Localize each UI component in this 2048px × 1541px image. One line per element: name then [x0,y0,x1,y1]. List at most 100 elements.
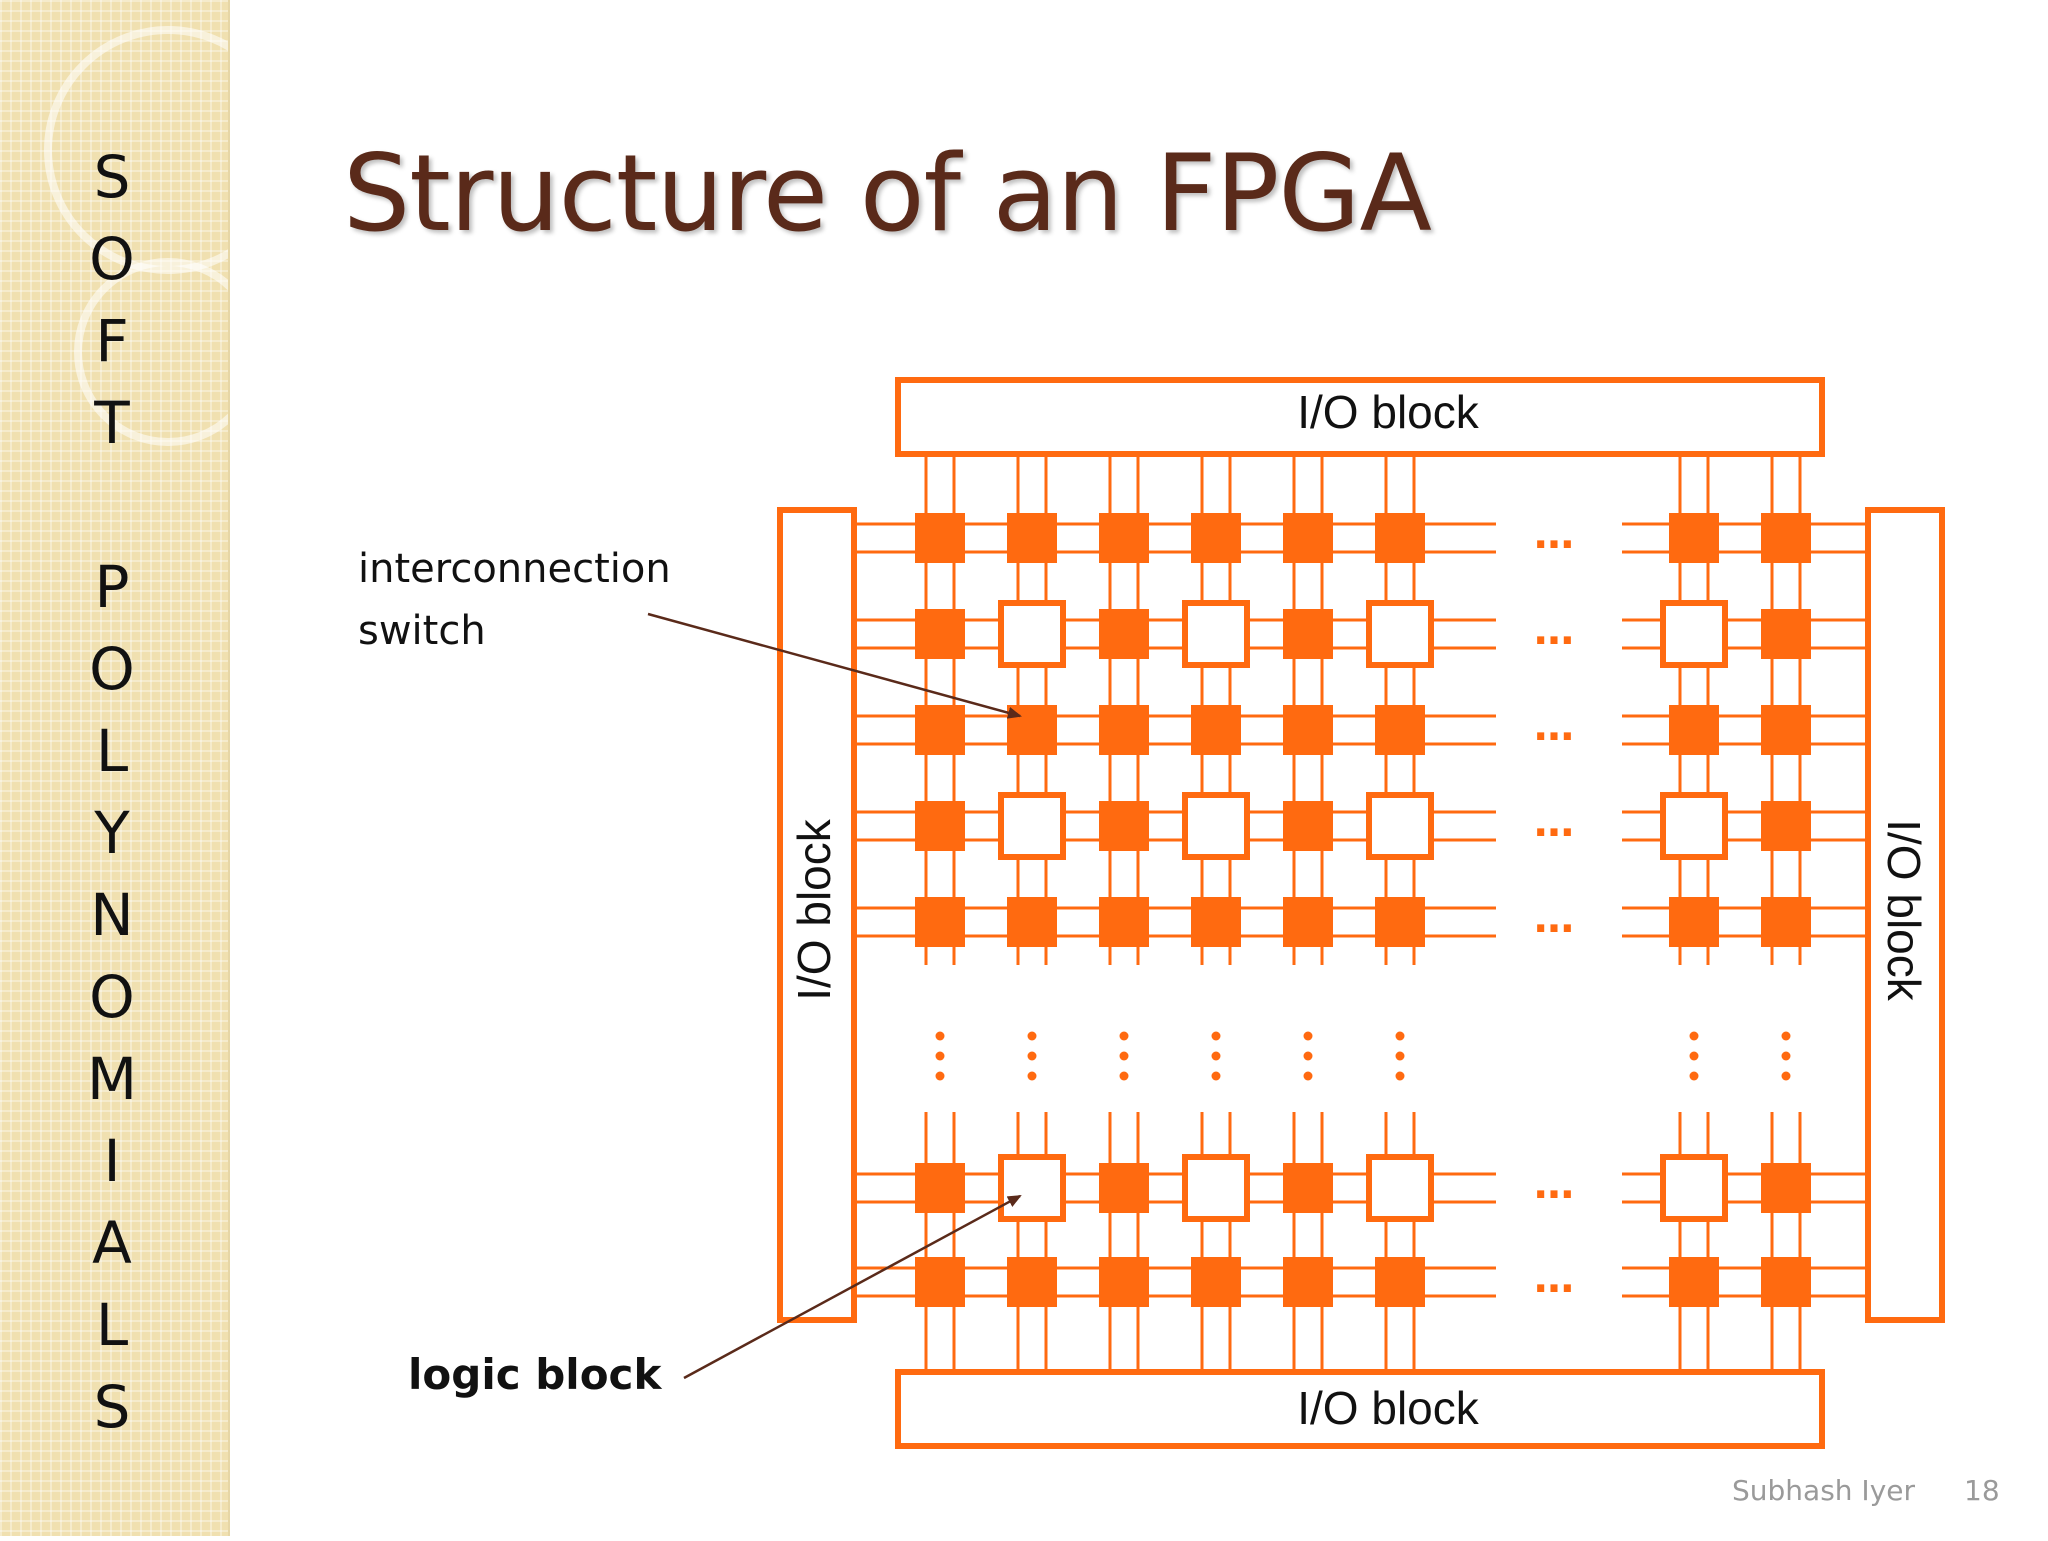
vertical-ellipsis-dot [1119,1031,1129,1041]
interconnection-switch [1761,801,1811,851]
vertical-ellipsis-dot [1689,1031,1699,1041]
interconnection-switch [915,1163,965,1213]
io-block-top-label: I/O block [1297,386,1480,438]
interconnection-switch [1283,1257,1333,1307]
interconnection-switch [1099,1163,1149,1213]
brand-letter: A [92,1209,132,1277]
brand-letter: F [95,307,129,375]
switch-and-logic-grid [915,513,1811,1307]
interconnection-switch [915,705,965,755]
brand-letter: L [95,1291,129,1359]
vertical-ellipsis-dot [1395,1071,1405,1081]
vertical-ellipsis-dot [1119,1051,1129,1061]
interconnection-switch [1191,1257,1241,1307]
sidebar-decoration [0,0,292,1536]
vertical-ellipsis-dot [1303,1051,1313,1061]
interconnection-switch [915,513,965,563]
interconnection-switch [1283,513,1333,563]
brand-letter: Y [94,799,130,867]
brand-letter: M [86,1045,138,1113]
logic-block [1366,792,1434,860]
interconnection-switch [915,801,965,851]
page-number: 18 [1964,1474,2000,1507]
interconnection-switch [1099,801,1149,851]
continuation-dots: ………………… [935,512,1791,1302]
io-block-left [777,507,857,1323]
interconnection-switch [1283,801,1333,851]
interconnection-switch [1761,1257,1811,1307]
logic-block [1182,792,1250,860]
vertical-ellipsis-dot [1211,1031,1221,1041]
vertical-ellipsis-dot [1303,1031,1313,1041]
interconnection-switch [1099,609,1149,659]
interconnection-switch [915,897,965,947]
vertical-ellipsis-dot [1119,1071,1129,1081]
logic-block [1660,1154,1728,1222]
interconnection-switch [1283,609,1333,659]
logic-block-arrow [683,1194,1022,1380]
logic-block [1182,600,1250,668]
interconnection-switch [1761,1163,1811,1213]
interconnection-switch [1007,1257,1057,1307]
interconnection-switch [1283,1163,1333,1213]
vertical-ellipsis-dot [1781,1051,1791,1061]
vertical-ellipsis-dot [1781,1071,1791,1081]
interconnection-switch [1099,897,1149,947]
vertical-ellipsis-dot [1395,1051,1405,1061]
interconnection-switch [1099,705,1149,755]
brand-letter: O [89,225,135,293]
logic-block [998,792,1066,860]
interconnection-switch [1283,897,1333,947]
logic-block [1366,1154,1434,1222]
interconnection-switch [1669,513,1719,563]
io-block-right-label: I/O block [1878,819,1930,1002]
vertical-ellipsis-dot [935,1071,945,1081]
io-block-left-label: I/O block [788,818,840,1001]
interconnection-switch [1099,1257,1149,1307]
brand-letter: S [93,1373,131,1441]
interconnection-switch [1669,1257,1719,1307]
brand-letter: P [94,553,130,621]
vertical-ellipsis-dot [935,1051,945,1061]
interconnection-arrow [647,612,1022,719]
io-block-bottom-label: I/O block [1297,1382,1480,1434]
vertical-ellipsis-dot [1027,1051,1037,1061]
logic-block [1182,1154,1250,1222]
brand-letter: N [90,881,134,949]
brand-letter: O [89,963,135,1031]
horizontal-ellipsis: … [1534,1162,1574,1208]
vertical-ellipsis-dot [1211,1071,1221,1081]
vertical-ellipsis-dot [1395,1031,1405,1041]
sidebar-divider [228,0,230,1536]
horizontal-ellipsis: … [1534,512,1574,558]
interconnection-switch [1191,897,1241,947]
interconnection-label-line: switch [358,608,486,654]
slide-title: Structure of an FPGA [343,132,1432,255]
vertical-ellipsis-dot [1303,1071,1313,1081]
interconnection-switch [1007,705,1057,755]
interconnection-switch-label: interconnection switch [358,538,671,662]
interconnection-switch [1761,705,1811,755]
brand-letter: S [93,143,131,211]
interconnection-switch [1375,513,1425,563]
interconnection-switch [1283,705,1333,755]
vertical-ellipsis-dot [1211,1051,1221,1061]
logic-block [998,1154,1066,1222]
interconnection-switch [1191,513,1241,563]
logic-block [1366,600,1434,668]
io-block-top [895,377,1825,457]
vertical-ellipsis-dot [935,1031,945,1041]
brand-letter: O [89,635,135,703]
horizontal-ellipsis: … [1534,608,1574,654]
interconnection-switch [915,1257,965,1307]
interconnection-switch [1007,513,1057,563]
vertical-ellipsis-dot [1689,1071,1699,1081]
io-block-bottom [895,1369,1825,1449]
vertical-ellipsis-dot [1027,1031,1037,1041]
interconnection-switch [1669,705,1719,755]
brand-letter: L [95,717,129,785]
interconnection-switch [1669,897,1719,947]
vertical-ellipsis-dot [1027,1071,1037,1081]
horizontal-ellipsis: … [1534,896,1574,942]
